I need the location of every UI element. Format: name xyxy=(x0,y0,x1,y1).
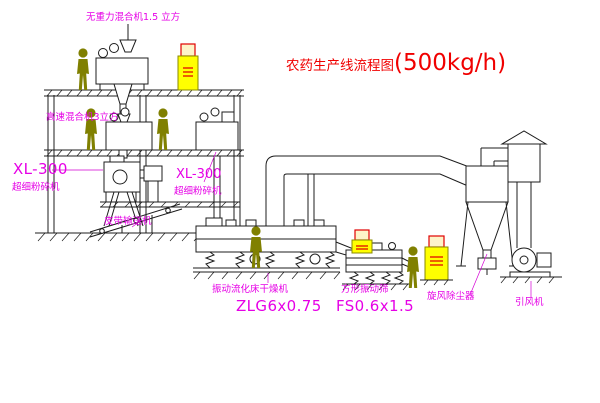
high-speed-mixer xyxy=(105,107,153,159)
worker-figure xyxy=(407,246,419,288)
label-pulverizer-left-name: 超细粉碎机 xyxy=(12,181,60,193)
worker-figure xyxy=(77,48,89,90)
label-pulverizer-mid-model: XL-300 xyxy=(176,167,221,182)
label-screen-name: 方形振动筛 xyxy=(341,283,389,295)
label-cyclone: 旋风除尘器 xyxy=(427,290,475,302)
diagram-title: 农药生产线流程图(500kg/h) xyxy=(286,50,506,76)
vibrating-screen xyxy=(342,242,415,291)
belt-conveyor xyxy=(89,203,183,238)
cyclone-separator xyxy=(456,165,519,275)
worker-figure xyxy=(157,108,169,150)
control-panel-right xyxy=(420,235,453,286)
fluid-bed-dryer xyxy=(193,219,357,280)
label-high-speed-mixer: 高速混合机3立方 xyxy=(46,111,119,123)
leader-lines xyxy=(52,151,532,297)
label-fan: 引风机 xyxy=(515,296,544,308)
gravity-free-mixer xyxy=(95,24,149,115)
label-pulverizer-left-model: XL-300 xyxy=(13,160,68,178)
control-panel-screen xyxy=(351,229,373,254)
label-pulverizer-mid-name: 超细粉碎机 xyxy=(174,185,222,197)
vent-stack xyxy=(480,130,548,248)
label-dryer-model: ZLG6x0.75 xyxy=(236,297,322,315)
pulverizer-left xyxy=(103,155,163,227)
control-panel-top xyxy=(177,43,199,91)
draft-fan xyxy=(500,247,562,284)
pulverizer-mid xyxy=(195,107,239,151)
exhaust-duct xyxy=(265,155,473,226)
label-dryer-name: 振动流化床干燥机 xyxy=(212,283,289,295)
label-gravity-mixer: 无重力混合机1.5 立方 xyxy=(86,11,180,23)
label-screen-model: FS0.6x1.5 xyxy=(336,297,414,315)
label-belt-conveyor: 皮带输送机 xyxy=(104,215,152,227)
